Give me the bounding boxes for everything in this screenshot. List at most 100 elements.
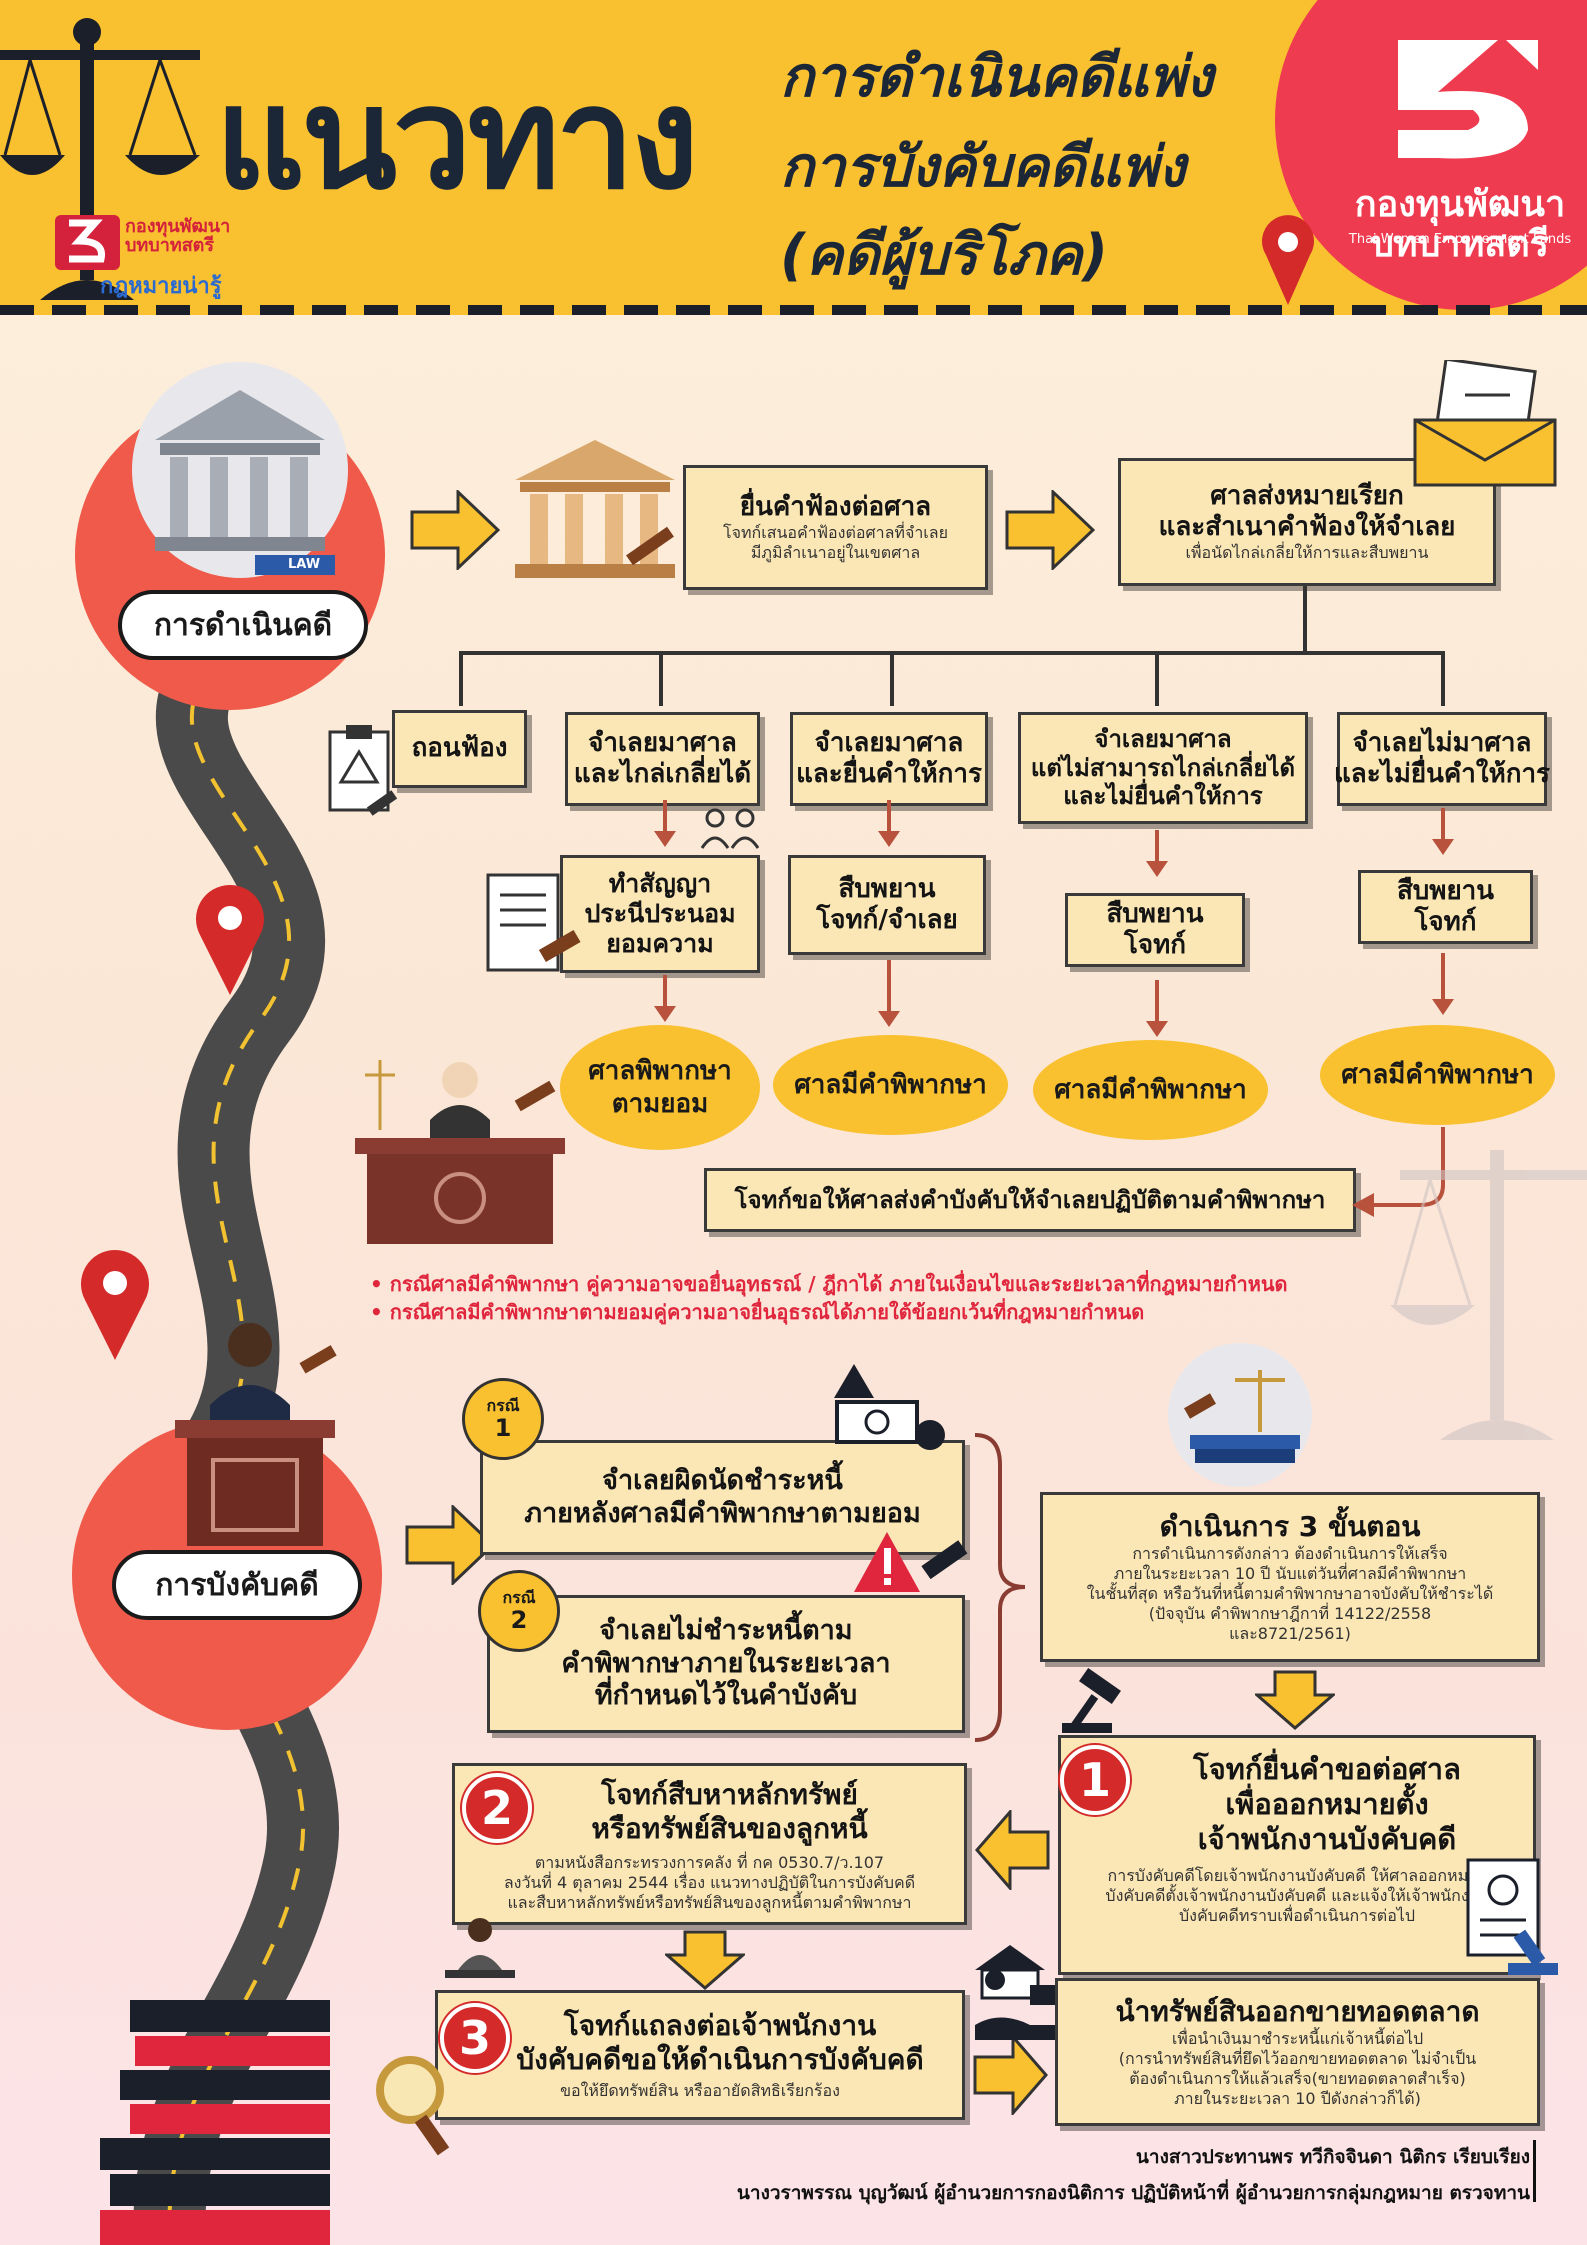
branch-title: จำเลยมาศาล และยื่นคำให้การ xyxy=(796,727,982,789)
branch-absent: จำเลยไม่มาศาล และไม่ยื่นคำให้การ xyxy=(1334,712,1551,806)
three-steps-box: ดำเนินการ 3 ขั้นตอน การดำเนินการดังกล่าว… xyxy=(1040,1492,1540,1662)
branch-title: ถอนฟ้อง xyxy=(411,733,508,764)
tree-connector xyxy=(459,651,463,706)
step-witness-both: สืบพยาน โจทก์/จำเลย xyxy=(788,855,986,955)
case-1-box: จำเลยผิดนัดชำระหนี้ ภายหลังศาลมีคำพิพากษ… xyxy=(480,1440,965,1555)
arrow-down-icon xyxy=(665,1930,745,1990)
books-stack-icon xyxy=(100,2000,330,2245)
result-judgment-compromise: ศาลพิพากษา ตามยอม xyxy=(560,1025,760,1150)
credit-divider xyxy=(1533,2140,1536,2202)
step-1-desc: การบังคับคดีโดยเจ้าพนักงานบังคับคดี ให้ศ… xyxy=(1105,1866,1489,1926)
file-suit-title: ยื่นคำฟ้องต่อศาล xyxy=(739,491,932,522)
magnifying-glass-icon xyxy=(376,2056,450,2156)
tree-connector xyxy=(1155,651,1159,706)
clipboard-warning-icon xyxy=(328,725,398,816)
case-badge-number: 2 xyxy=(510,1605,528,1634)
step-title: สืบพยานโจทก์ xyxy=(1106,898,1204,960)
step-title: สืบพยาน โจทก์/จำเลย xyxy=(816,873,958,935)
result-judgment: ศาลมีคำพิพากษา xyxy=(1320,1025,1555,1125)
case-badge-number: 1 xyxy=(494,1413,512,1442)
sub-title-consumer: (คดีผู้บริโภค) xyxy=(780,223,1108,288)
judge-podium-icon xyxy=(175,1323,337,1546)
step-1-title: โจทก์ยื่นคำขอต่อศาล เพื่อออกหมายตั้ง เจ้… xyxy=(1193,1752,1461,1856)
enforce-request-text: โจทก์ขอให้ศาลส่งคำบังคับให้จำเลยปฏิบัติต… xyxy=(734,1185,1326,1214)
case-1-badge: กรณี 1 xyxy=(462,1378,544,1460)
arrow-down xyxy=(1432,953,1454,1015)
sub-title-enforcement: การบังคับคดีแพ่ง xyxy=(780,135,1186,200)
step-2-title: โจทก์สืบหาหลักทรัพย์ หรือทรัพย์สินของลูก… xyxy=(591,1778,868,1845)
tree-connector xyxy=(1303,586,1307,651)
case-badge-label: กรณี xyxy=(486,1396,520,1415)
step-1-box: โจทก์ยื่นคำขอต่อศาล เพื่อออกหมายตั้ง เจ้… xyxy=(1058,1735,1536,1975)
three-steps-desc: การดำเนินการดังกล่าว ต้องดำเนินการให้เสร… xyxy=(1086,1543,1494,1643)
file-suit-box: ยื่นคำฟ้องต่อศาล โจทก์เสนอคำฟ้องต่อศาลที… xyxy=(683,465,988,590)
three-steps-title: ดำเนินการ 3 ขั้นตอน xyxy=(1159,1510,1421,1544)
branch-mediated: จำเลยมาศาล และไกล่เกลี่ยได้ xyxy=(565,712,760,806)
gavel-icon xyxy=(1062,1668,1121,1733)
note-appeal: • กรณีศาลมีคำพิพากษา คู่ความอาจขอยื่นอุท… xyxy=(370,1272,1288,1296)
auction-desc: เพื่อนำเงินมาชำระหนี้แก่เจ้าหนี้ต่อไป (ก… xyxy=(1118,2028,1477,2108)
brand-english-name: Thai Women Empowerment Funds xyxy=(1348,232,1572,247)
case-text: จำเลยผิดนัดชำระหนี้ ภายหลังศาลมีคำพิพากษ… xyxy=(524,1465,921,1529)
location-pin-icon xyxy=(81,1250,149,1360)
faded-scales-icon xyxy=(1390,1150,1587,1440)
law-books-gavel-icon xyxy=(1168,1343,1312,1487)
judge-bench-icon xyxy=(355,1060,565,1244)
step-compromise: ทำสัญญา ประนีประนอม ยอมความ xyxy=(560,855,760,973)
case-text: จำเลยไม่ชำระหนี้ตาม คำพิพากษาภายในระยะเว… xyxy=(561,1615,891,1712)
result-judgment: ศาลมีคำพิพากษา xyxy=(1033,1040,1268,1140)
small-brand-tag: กฎหมายน่ารู้ xyxy=(100,274,222,299)
step-2-desc: ตามหนังสือกระทรวงการคลัง ที่ กค 0530.7/ว… xyxy=(503,1853,916,1913)
auction-title: นำทรัพย์สินออกขายทอดตลาด xyxy=(1115,1995,1480,2029)
summons-desc: เพื่อนัดไกล่เกลี่ยให้การและสืบพยาน xyxy=(1185,543,1429,563)
case-badge-label: กรณี xyxy=(502,1588,536,1607)
enforce-request-box: โจทก์ขอให้ศาลส่งคำบังคับให้จำเลยปฏิบัติต… xyxy=(704,1168,1356,1232)
auction-box: นำทรัพย์สินออกขายทอดตลาด เพื่อนำเงินมาชำ… xyxy=(1055,1978,1540,2126)
branch-title: จำเลยไม่มาศาล และไม่ยื่นคำให้การ xyxy=(1334,727,1551,789)
arrow-down-icon xyxy=(1255,1670,1335,1730)
step-3-box: โจทก์แถลงต่อเจ้าพนักงาน บังคับคดีขอให้ดำ… xyxy=(435,1990,965,2120)
sub-title-civil-case: การดำเนินคดีแพ่ง xyxy=(780,45,1214,110)
scales-of-justice-icon xyxy=(0,18,200,300)
summons-title: ศาลส่งหมายเรียก และสำเนาคำฟ้องให้จำเลย xyxy=(1158,480,1456,542)
tree-connector xyxy=(659,651,663,706)
arrow-down xyxy=(878,800,900,847)
court-building-icon xyxy=(515,440,675,578)
arrow-down xyxy=(654,800,676,847)
arrow-down xyxy=(654,975,676,1022)
courthouse-icon xyxy=(132,362,348,578)
arrow-right-icon xyxy=(1005,490,1095,570)
step-witness-plaintiff: สืบพยานโจทก์ xyxy=(1065,893,1245,967)
arrow-down xyxy=(1146,980,1168,1037)
step-witness-plaintiff: สืบพยานโจทก์ xyxy=(1358,870,1533,944)
money-warning-icon xyxy=(834,1364,945,1450)
case-2-box: จำเลยไม่ชำระหนี้ตาม คำพิพากษาภายในระยะเว… xyxy=(487,1595,965,1733)
step-2-box: โจทก์สืบหาหลักทรัพย์ หรือทรัพย์สินของลูก… xyxy=(452,1763,967,1925)
arrow-down xyxy=(878,960,900,1027)
arrow-left-icon xyxy=(975,1810,1050,1890)
branch-withdraw: ถอนฟ้อง xyxy=(392,710,527,788)
label-enforcement: การบังคับคดี xyxy=(112,1550,362,1620)
arrow-right-icon xyxy=(410,490,500,570)
small-brand-name: กองทุนพัฒนา บทบาทสตรี xyxy=(125,216,231,256)
arrow-right-icon xyxy=(405,1505,495,1585)
tree-connector xyxy=(890,651,894,706)
header-divider xyxy=(0,305,1587,315)
result-judgment: ศาลมีคำพิพากษา xyxy=(773,1035,1008,1135)
location-pin-icon xyxy=(196,885,264,995)
step-3-number: 3 xyxy=(440,2003,510,2073)
tree-connector xyxy=(1441,651,1445,706)
credit-reviewer: นางวราพรรณ บุญวัฒน์ ผู้อำนวยการกองนิติกา… xyxy=(736,2182,1530,2204)
contract-gavel-icon xyxy=(486,873,581,972)
step-3-desc: ขอให้ยึดทรัพย์สิน หรืออายัดสิทธิเรียกร้อ… xyxy=(560,2080,840,2100)
step-title: สืบพยานโจทก์ xyxy=(1396,875,1495,937)
file-suit-desc: โจทก์เสนอคำฟ้องต่อศาลที่จำเลย มีภูมิลำเน… xyxy=(723,523,948,563)
brand-logo xyxy=(1398,40,1538,159)
small-brand-logo xyxy=(55,215,120,270)
law-book-label: LAW xyxy=(288,557,321,572)
location-pin-icon xyxy=(1262,215,1314,305)
main-title: แนวทาง xyxy=(215,58,699,221)
branch-answered: จำเลยมาศาล และยื่นคำให้การ xyxy=(790,712,988,806)
step-1-number: 1 xyxy=(1060,1745,1130,1815)
envelope-letter-icon xyxy=(1413,360,1557,487)
